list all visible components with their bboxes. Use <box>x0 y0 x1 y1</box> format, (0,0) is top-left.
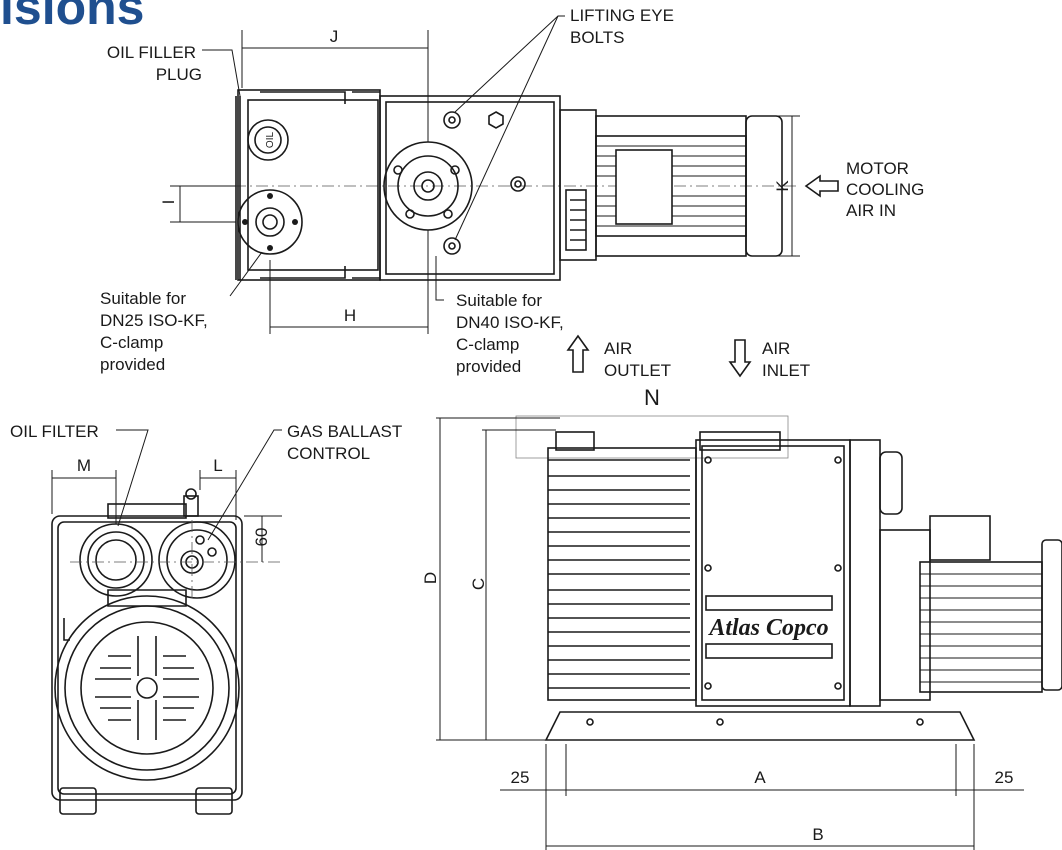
end-view: M L 60 <box>51 429 282 815</box>
brand-logo: Atlas Copco <box>707 615 828 641</box>
top-view: OIL <box>159 15 839 334</box>
dim-b: B <box>812 825 823 844</box>
label-gas-ballast-1: GAS BALLAST <box>287 422 402 441</box>
dim-m: M <box>77 456 91 475</box>
label-dn25-1: Suitable for <box>100 289 186 308</box>
label-gas-ballast-2: CONTROL <box>287 444 370 463</box>
side-view: N Atlas Copco D <box>421 385 1062 850</box>
label-dn25-3: C-clamp <box>100 333 163 352</box>
label-oil-filter: OIL FILTER <box>10 422 99 441</box>
label-dn25-4: provided <box>100 355 165 374</box>
dim-j: J <box>330 27 339 46</box>
label-dn40-2: DN40 ISO-KF, <box>456 313 564 332</box>
label-oil-filler-plug-2: PLUG <box>156 65 202 84</box>
dim-25-right: 25 <box>995 768 1014 787</box>
dim-c: C <box>469 578 488 590</box>
label-oil-filler-plug-1: OIL FILLER <box>107 43 196 62</box>
label-air-outlet-1: AIR <box>604 339 632 358</box>
label-air-inlet-2: INLET <box>762 361 810 380</box>
dim-l: L <box>213 456 222 475</box>
dim-k: K <box>773 180 792 192</box>
dim-a: A <box>754 768 766 787</box>
cooling-arrow-icon <box>804 174 839 198</box>
air-inlet-arrow-icon <box>728 339 752 378</box>
label-dn25-2: DN25 ISO-KF, <box>100 311 208 330</box>
oil-plug-label: OIL <box>265 132 276 149</box>
label-lifting-eye-2: BOLTS <box>570 28 624 47</box>
air-outlet-arrow-icon <box>566 334 590 373</box>
label-dn40-3: C-clamp <box>456 335 519 354</box>
dim-d: D <box>421 572 440 584</box>
label-motor-cooling-1: MOTOR <box>846 159 909 178</box>
label-motor-cooling-3: AIR IN <box>846 201 896 220</box>
heading-fragment: isions <box>0 0 144 35</box>
dim-60: 60 <box>252 528 271 547</box>
label-dn40-1: Suitable for <box>456 291 542 310</box>
dim-n: N <box>644 385 660 410</box>
dim-i: I <box>159 200 178 205</box>
dim-25-left: 25 <box>511 768 530 787</box>
label-dn40-4: provided <box>456 357 521 376</box>
label-motor-cooling-2: COOLING <box>846 180 924 199</box>
label-air-outlet-2: OUTLET <box>604 361 671 380</box>
label-air-inlet-1: AIR <box>762 339 790 358</box>
label-lifting-eye-1: LIFTING EYE <box>570 6 674 25</box>
dim-h: H <box>344 306 356 325</box>
